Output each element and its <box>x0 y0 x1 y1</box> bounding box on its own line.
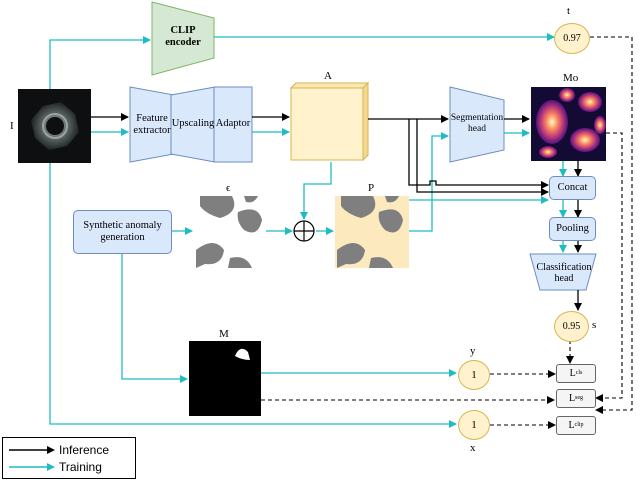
loss-arrows <box>261 36 633 429</box>
legend-training-label: Training <box>59 460 102 474</box>
segmentation-head-shape <box>449 86 505 163</box>
inference-line-icon <box>9 446 55 454</box>
label-a: A <box>324 70 332 82</box>
loss-cls-subscript: cls <box>575 370 583 377</box>
loss-clip-symbol: L <box>568 419 575 431</box>
label-t: t <box>567 5 571 17</box>
pooling-box: Pooling <box>549 217 596 241</box>
label-m: M <box>219 328 229 340</box>
x-label-circle: 1 <box>458 410 490 440</box>
y-label-circle: 1 <box>458 360 490 390</box>
s-score-circle: 0.95 <box>554 311 589 342</box>
label-i: I <box>10 120 14 132</box>
synthetic-anomaly-box: Synthetic anomaly generation <box>73 210 172 254</box>
input-image <box>18 89 91 163</box>
clip-encoder-shape <box>151 1 215 76</box>
adaptor-label: Adaptor <box>215 117 251 129</box>
perturbed-feature-p <box>335 196 409 268</box>
clip-encoder-label: CLIP encoder <box>165 24 201 48</box>
legend-training: Training <box>9 460 102 474</box>
mask-m <box>189 341 261 416</box>
segmentation-head-label: Segmentation head <box>450 113 504 134</box>
feature-cube-a <box>289 81 370 162</box>
legend-inference: Inference <box>9 443 109 457</box>
training-arrows <box>49 33 567 428</box>
loss-clip-subscript: clip <box>574 422 584 429</box>
label-p: P <box>368 182 375 194</box>
loss-cls-symbol: L <box>569 367 576 379</box>
label-s: s <box>592 319 597 331</box>
legend: Inference Training <box>2 437 136 479</box>
upscaling-label: Upscaling <box>171 117 215 129</box>
inference-arrows <box>91 113 582 311</box>
t-score-circle: 0.97 <box>554 23 590 54</box>
legend-inference-label: Inference <box>59 443 110 457</box>
adaptor-shape <box>213 86 253 163</box>
label-y: y <box>470 345 476 357</box>
classification-head-label: Classification head <box>536 261 592 285</box>
add-operator <box>293 220 315 242</box>
noise-epsilon <box>194 196 266 268</box>
label-x: x <box>470 442 476 454</box>
label-mo: Mo <box>563 72 579 84</box>
concat-box: Concat <box>549 176 596 200</box>
loss-seg-symbol: L <box>568 392 576 404</box>
classification-head-shape <box>529 253 597 291</box>
anomaly-map-mo <box>531 87 606 161</box>
loss-seg-subscript: seg <box>575 395 584 402</box>
training-line-icon <box>9 463 55 471</box>
label-epsilon: ϵ <box>226 182 231 194</box>
feature-extractor-label: Feature extractor <box>133 112 171 136</box>
